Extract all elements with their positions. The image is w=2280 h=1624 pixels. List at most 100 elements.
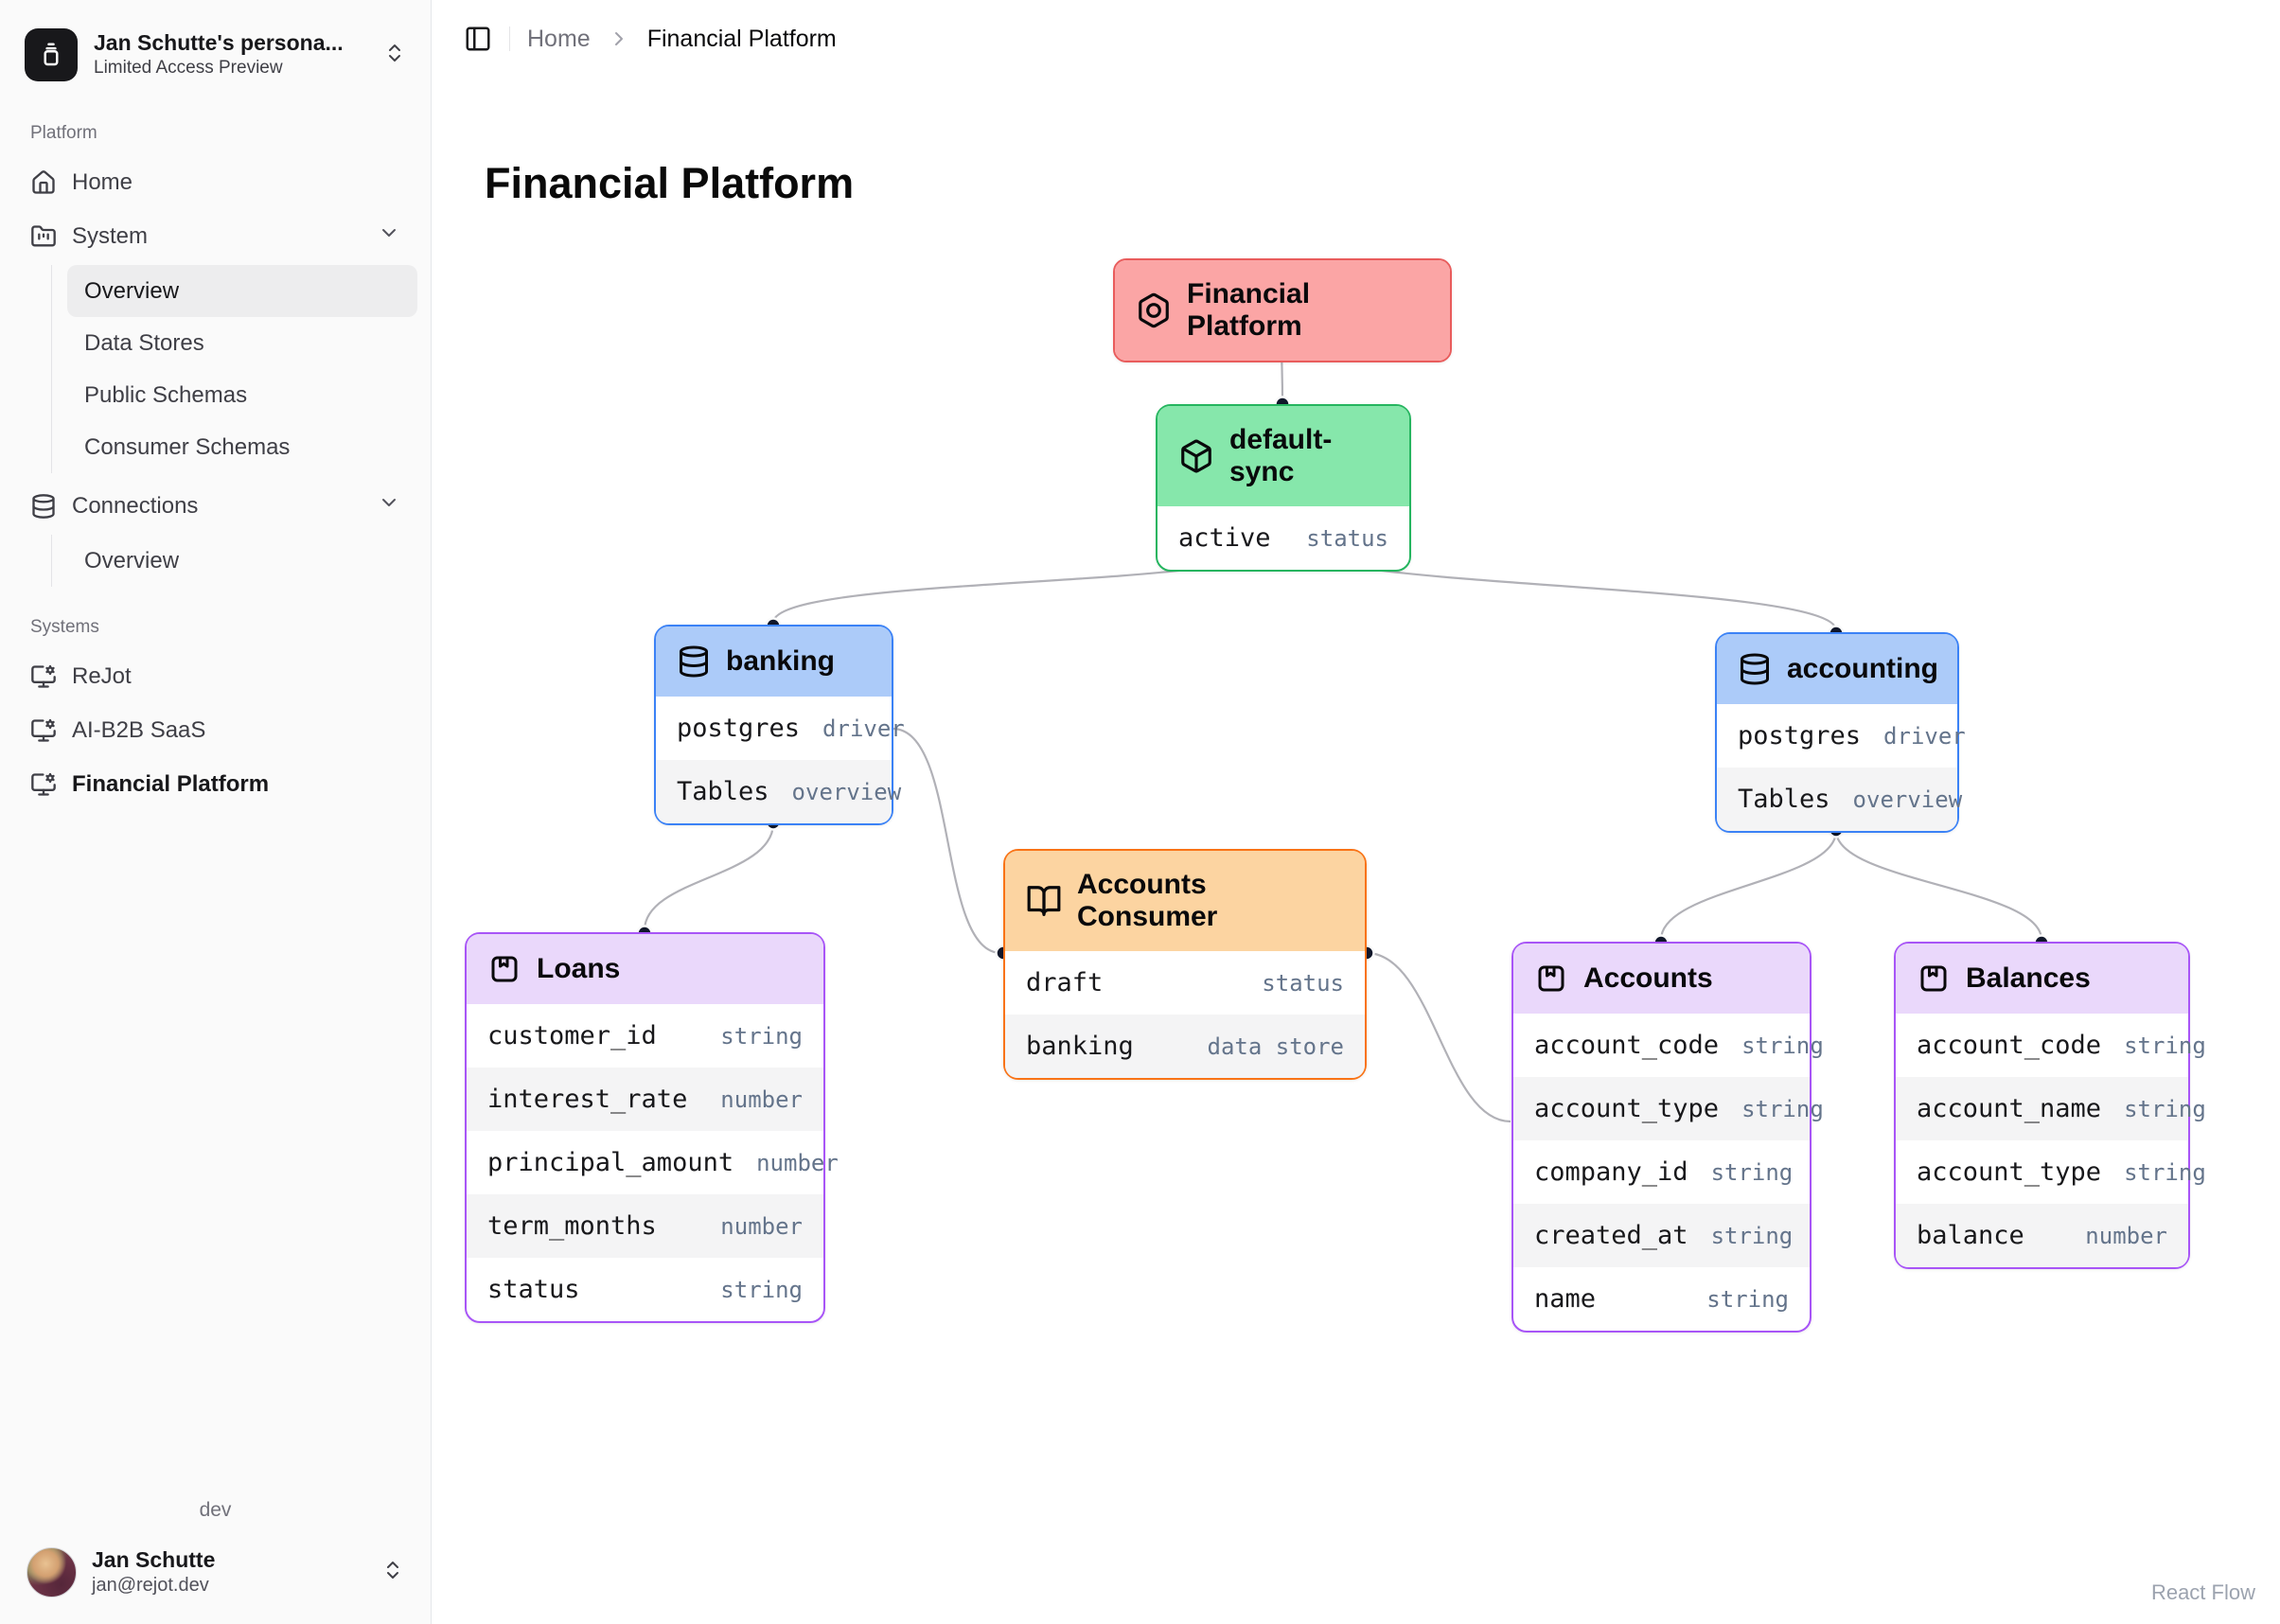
home-icon bbox=[30, 169, 57, 196]
bookmark-box-icon bbox=[1534, 962, 1568, 996]
field-type: number bbox=[720, 1212, 803, 1240]
sidebar-item-label: Overview bbox=[84, 277, 180, 304]
field-name: term_months bbox=[487, 1211, 657, 1241]
field-type: overview bbox=[791, 778, 902, 805]
node-title: Accounts Consumer bbox=[1077, 869, 1218, 932]
edge-banking-to-consumer bbox=[892, 727, 1002, 955]
field-name: created_at bbox=[1534, 1221, 1688, 1250]
field-type: string bbox=[1710, 1222, 1794, 1249]
chevron-down-icon bbox=[378, 491, 400, 521]
field-name: Tables bbox=[677, 777, 769, 806]
environment-label: dev bbox=[199, 1499, 232, 1522]
field-name: name bbox=[1534, 1284, 1597, 1314]
node-field-row: account_code string bbox=[1896, 1014, 2206, 1077]
section-label-systems: Systems bbox=[30, 617, 99, 637]
field-type: string bbox=[720, 1022, 803, 1050]
sidebar-item-system[interactable]: System bbox=[13, 209, 417, 263]
database-icon bbox=[677, 644, 711, 679]
workspace-logo-icon bbox=[25, 28, 78, 81]
sidebar-item-rejot[interactable]: ReJot bbox=[13, 649, 417, 703]
sidebar-item-label: Public Schemas bbox=[84, 381, 248, 408]
node-field-row: account_type string bbox=[1896, 1140, 2206, 1204]
node-title: Balances bbox=[1966, 962, 2091, 994]
field-type: string bbox=[720, 1276, 803, 1303]
field-name: postgres bbox=[677, 714, 801, 743]
field-name: postgres bbox=[1738, 721, 1862, 750]
bookmark-box-icon bbox=[487, 952, 521, 986]
sidebar-item-label: Overview bbox=[84, 547, 180, 574]
field-name: company_id bbox=[1534, 1157, 1688, 1187]
field-type: string bbox=[1706, 1285, 1789, 1313]
field-type: status bbox=[1306, 524, 1388, 552]
breadcrumb-home-link[interactable]: Home bbox=[527, 25, 591, 52]
edge-banking-to-loans bbox=[643, 822, 775, 931]
sidebar-item-connections-overview[interactable]: Overview bbox=[67, 535, 417, 587]
main-area: Home Financial Platform Financial Platfo… bbox=[432, 0, 2280, 1624]
react-flow-attribution[interactable]: React Flow bbox=[2150, 1580, 2255, 1604]
sidebar-item-label: Connections bbox=[72, 492, 199, 519]
book-open-icon bbox=[1026, 883, 1062, 919]
field-name: interest_rate bbox=[487, 1085, 688, 1114]
field-type: string bbox=[1741, 1032, 1824, 1059]
user-menu[interactable]: Jan Schutte jan@rejot.dev bbox=[13, 1537, 417, 1607]
sidebar-item-data-stores[interactable]: Data Stores bbox=[67, 317, 417, 369]
node-title: banking bbox=[726, 645, 836, 677]
sidebar-item-label: Data Stores bbox=[84, 329, 204, 356]
sidebar-item-ai-b2b-saas[interactable]: AI-B2B SaaS bbox=[13, 703, 417, 757]
field-type: string bbox=[2124, 1158, 2206, 1186]
sidebar-item-system-overview[interactable]: Overview bbox=[67, 265, 417, 317]
chevron-right-icon bbox=[608, 27, 630, 50]
workspace-text: Jan Schutte's persona... Limited Access … bbox=[94, 29, 367, 79]
node-title: default-sync bbox=[1229, 424, 1333, 487]
bookmark-box-icon bbox=[1917, 962, 1951, 996]
edge-consumer-to-accounts bbox=[1366, 951, 1511, 1123]
field-type: string bbox=[2124, 1032, 2206, 1059]
sidebar-item-public-schemas[interactable]: Public Schemas bbox=[67, 369, 417, 421]
sidebar-item-consumer-schemas[interactable]: Consumer Schemas bbox=[67, 421, 417, 473]
sidebar-toggle-button[interactable] bbox=[464, 25, 492, 53]
field-type: driver bbox=[1883, 722, 1966, 750]
field-name: account_code bbox=[1534, 1031, 1720, 1060]
edge-accounting-to-accounts bbox=[1659, 830, 1838, 941]
field-type: overview bbox=[1852, 786, 1963, 813]
field-type: status bbox=[1262, 969, 1344, 997]
sidebar: Jan Schutte's persona... Limited Access … bbox=[0, 0, 432, 1624]
field-type: string bbox=[1710, 1158, 1794, 1186]
chevron-down-icon bbox=[378, 221, 400, 251]
field-name: account_type bbox=[1917, 1157, 2102, 1187]
field-name: account_name bbox=[1917, 1094, 2102, 1123]
node-financial-platform[interactable]: Financial Platform bbox=[1113, 258, 1452, 362]
field-name: banking bbox=[1026, 1032, 1134, 1061]
sidebar-item-connections[interactable]: Connections bbox=[13, 479, 417, 533]
sidebar-item-financial-platform[interactable]: Financial Platform bbox=[13, 757, 417, 811]
chevrons-up-down-icon bbox=[381, 1559, 404, 1586]
node-field-row: created_at string bbox=[1513, 1204, 1810, 1267]
page-title: Financial Platform bbox=[485, 159, 855, 207]
workspace-switcher[interactable]: Jan Schutte's persona... Limited Access … bbox=[13, 19, 417, 91]
field-name: account_type bbox=[1534, 1094, 1720, 1123]
node-title: Loans bbox=[537, 953, 621, 984]
connections-submenu: Overview bbox=[51, 535, 417, 587]
field-name: account_code bbox=[1917, 1031, 2102, 1060]
workspace-plan: Limited Access Preview bbox=[94, 58, 283, 79]
divider bbox=[509, 26, 510, 51]
monitor-cog-icon bbox=[30, 771, 57, 798]
section-label-platform: Platform bbox=[30, 123, 97, 143]
sidebar-item-home[interactable]: Home bbox=[13, 155, 417, 209]
